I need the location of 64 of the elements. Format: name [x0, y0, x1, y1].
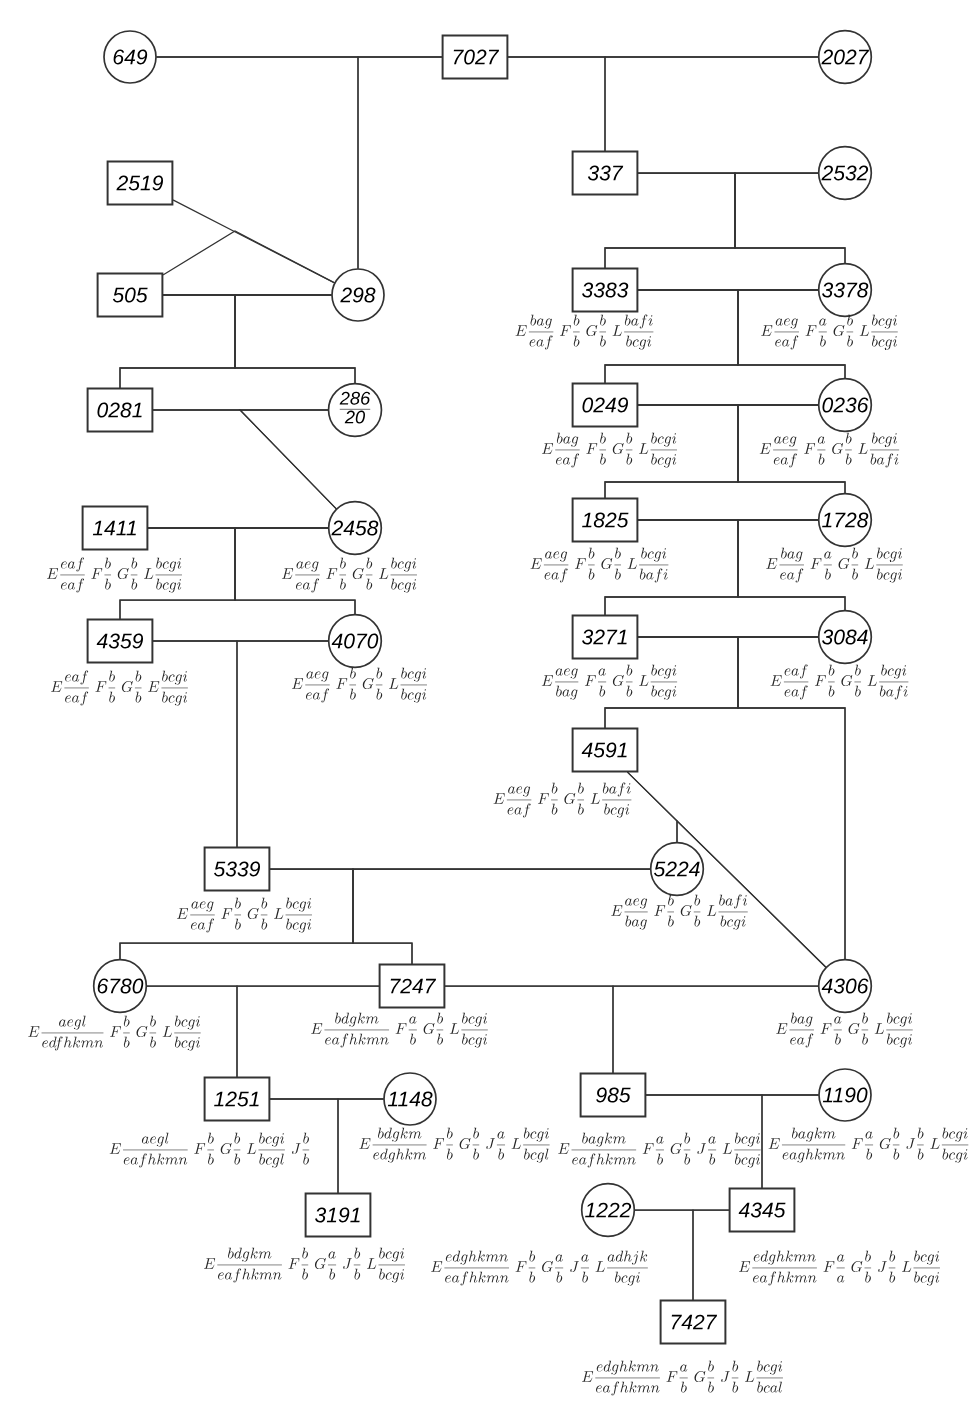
pedigree-line [357, 56, 443, 269]
genotype-formula: $E\frac{aeg}{eaf}\;F\frac{b}{b}\;G\frac{b}{b}\;L\frac{bcgi}{bcgi}$ [281, 557, 417, 593]
pedigree-line [337, 1098, 384, 1194]
pedigree-line [737, 636, 846, 960]
individual-square: 985 [579, 1072, 647, 1118]
pedigree-line [737, 404, 846, 494]
genotype-formula: $E\frac{bdgkm}{edghkm}\;F\frac{b}{b}\;G\frac{b}{b}\;J\frac{a}{b}\;L\frac{bcgi}{bcgl}$ [359, 1127, 550, 1163]
pedigree-line [734, 172, 846, 264]
genotype-formula: $E\frac{bag}{eaf}\;F\frac{a}{b}\;G\frac{b}{b}\;L\frac{bcgi}{bcgi}$ [776, 1012, 913, 1048]
genotype-formula: $E\frac{edghkmn}{eafhkmn}\;F\frac{a}{a}\;G\frac{b}{b}\;J\frac{b}{b}\;L\frac{bcgi}{bcgi}$ [738, 1250, 940, 1286]
pedigree-line [612, 985, 819, 1074]
individual-square: 3271 [571, 614, 639, 660]
genotype-formula: $E\frac{bag}{eaf}\;F\frac{b}{b}\;G\frac{b}{b}\;L\frac{bafi}{bcgi}$ [515, 314, 654, 350]
genotype-formula: $E\frac{bagkm}{eafhkmn}\;F\frac{a}{b}\;G\frac{b}{b}\;J\frac{a}{b}\;L\frac{bcgi}{bcgi}$ [558, 1132, 761, 1168]
pedigree-line [692, 1209, 730, 1301]
genotype-formula: $E\frac{aeg}{eaf}\;F\frac{b}{b}\;G\frac{b}{b}\;L\frac{bcgi}{bafi}$ [530, 547, 669, 583]
pedigree-line [761, 1094, 819, 1189]
pedigree-line [236, 640, 329, 848]
genotype-formula: $E\frac{aegl}{edfhkmn}\;F\frac{b}{b}\;G\frac{b}{b}\;L\frac{bcgi}{bcgi}$ [28, 1015, 201, 1051]
genotype-formula: $E\frac{aegl}{eafhkmn}\;F\frac{b}{b}\;G\frac{b}{b}\;L\frac{bcgi}{bcgl}\;J\frac{b}{b}$ [109, 1132, 310, 1168]
genotype-formula: $E\frac{bdgkm}{eafhkmn}\;F\frac{b}{b}\;G\frac{a}{b}\;J\frac{b}{b}\;L\frac{bcgi}{bcgi}$ [203, 1247, 405, 1283]
pedigree-line [234, 294, 356, 384]
pedigree-line [737, 519, 846, 611]
individual-square: 2519 [106, 160, 174, 206]
genotype-formula: $E\frac{aeg}{bag}\;F\frac{b}{b}\;G\frac{b}{b}\;L\frac{bafi}{bcgi}$ [611, 894, 748, 930]
individual-square: 1251 [203, 1076, 271, 1122]
pedigree-line [352, 868, 651, 965]
individual-square: 7247 [378, 963, 446, 1009]
pedigree-line [234, 527, 356, 615]
individual-square: 1825 [571, 497, 639, 543]
individual-square: 3191 [304, 1192, 372, 1238]
genotype-formula: $E\frac{aeg}{eaf}\;F\frac{b}{b}\;G\frac{b}{b}\;L\frac{bcgi}{bcgi}$ [291, 667, 427, 703]
individual-square: 3383 [571, 267, 639, 313]
genotype-formula: $E\frac{edghkmn}{eafhkmn}\;F\frac{b}{b}\;G\frac{a}{b}\;J\frac{a}{b}\;L\frac{adhjk}{bcgi}$ [431, 1250, 648, 1286]
genotype-formula: $E\frac{aeg}{eaf}\;F\frac{b}{b}\;G\frac{b}{b}\;L\frac{bafi}{bcgi}$ [493, 782, 632, 818]
individual-square: 1411 [81, 505, 149, 551]
genotype-formula: $E\frac{edghkmn}{eafhkmn}\;F\frac{a}{b}\;G\frac{b}{b}\;J\frac{b}{b}\;L\frac{bcgi}{bcal}$ [581, 1360, 783, 1396]
genotype-formula: $E\frac{bag}{eaf}\;F\frac{b}{b}\;G\frac{b}{b}\;L\frac{bcgi}{bcgi}$ [541, 432, 677, 468]
genotype-formula: $E\frac{aeg}{bag}\;F\frac{a}{b}\;G\frac{b}{b}\;L\frac{bcgi}{bcgi}$ [541, 664, 678, 700]
pedigree-line [238, 409, 337, 510]
individual-square: 4345 [728, 1187, 796, 1233]
individual-square: 4591 [571, 727, 639, 773]
individual-square: 337 [571, 150, 639, 196]
genotype-formula: $E\frac{eaf}{eaf}\;F\frac{b}{b}\;G\frac{b}{b}\;L\frac{bcgi}{bcgi}$ [46, 557, 182, 593]
genotype-formula: $E\frac{bdgkm}{eafhkmn}\;F\frac{a}{b}\;G\frac{b}{b}\;L\frac{bcgi}{bcgi}$ [311, 1012, 488, 1048]
individual-square: 0249 [571, 382, 639, 428]
individual-square: 0281 [86, 387, 154, 433]
genotype-formula: $E\frac{eaf}{eaf}\;F\frac{b}{b}\;G\frac{b}{b}\;L\frac{bcgi}{bafi}$ [770, 664, 909, 700]
genotype-formula: $E\frac{aeg}{eaf}\;F\frac{a}{b}\;G\frac{b}{b}\;L\frac{bcgi}{bafi}$ [759, 432, 900, 468]
genotype-formula: $E\frac{eaf}{eaf}\;F\frac{b}{b}\;G\frac{b}{b}\;E\frac{bcgi}{bcgi}$ [51, 670, 188, 706]
pedigree-line [236, 985, 380, 1078]
individual-square: 505 [96, 272, 164, 318]
genotype-formula: $E\frac{bagkm}{eaghkmn}\;F\frac{a}{b}\;G\frac{b}{b}\;J\frac{b}{b}\;L\frac{bcgi}{bcgi}$ [768, 1127, 969, 1163]
pedigree-line [737, 289, 846, 379]
genotype-formula: $E\frac{bag}{eaf}\;F\frac{a}{b}\;G\frac{b}{b}\;L\frac{bcgi}{bcgi}$ [766, 547, 903, 583]
pedigree-line [172, 199, 335, 284]
pedigree-line [604, 56, 819, 152]
individual-square: 7027 [441, 34, 509, 80]
individual-square: 5339 [203, 846, 271, 892]
individual-square: 7427 [659, 1299, 727, 1345]
individual-square: 4359 [86, 618, 154, 664]
pedigree-line [676, 819, 827, 968]
genotype-formula: $E\frac{aeg}{eaf}\;F\frac{b}{b}\;G\frac{b}{b}\;L\frac{bcgi}{bcgi}$ [176, 897, 312, 933]
pedigree-line [162, 230, 335, 284]
